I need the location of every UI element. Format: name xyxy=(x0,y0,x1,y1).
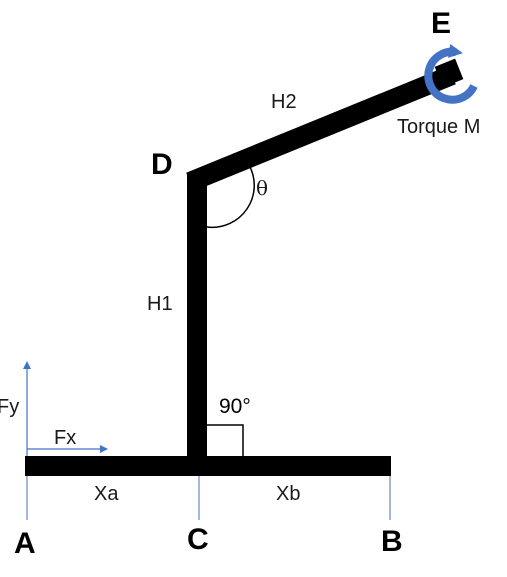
segment-label-h1: H1 xyxy=(147,293,173,315)
member-end-cap xyxy=(434,58,464,88)
point-label-a: A xyxy=(14,527,36,560)
point-label-c: C xyxy=(187,523,209,556)
force-label-fx: Fx xyxy=(54,427,76,449)
theta-arc xyxy=(206,164,255,229)
force-label-fy: Fy xyxy=(0,396,19,418)
inclined-member-h2 xyxy=(186,65,456,192)
angle-label-theta: θ xyxy=(256,176,268,200)
angle-label-right: 90° xyxy=(219,395,251,418)
segment-label-h2: H2 xyxy=(271,91,297,113)
segment-label-xb: Xb xyxy=(276,483,300,505)
point-label-b: B xyxy=(381,525,403,558)
point-label-d: D xyxy=(151,148,173,181)
segment-label-xa: Xa xyxy=(94,483,119,505)
base-beam xyxy=(25,456,391,476)
vertical-member-h1 xyxy=(187,173,207,463)
torque-arrow-icon xyxy=(424,44,478,104)
point-label-e: E xyxy=(431,7,451,40)
right-angle-marker xyxy=(207,424,244,456)
torque-label: Torque M xyxy=(397,116,480,138)
